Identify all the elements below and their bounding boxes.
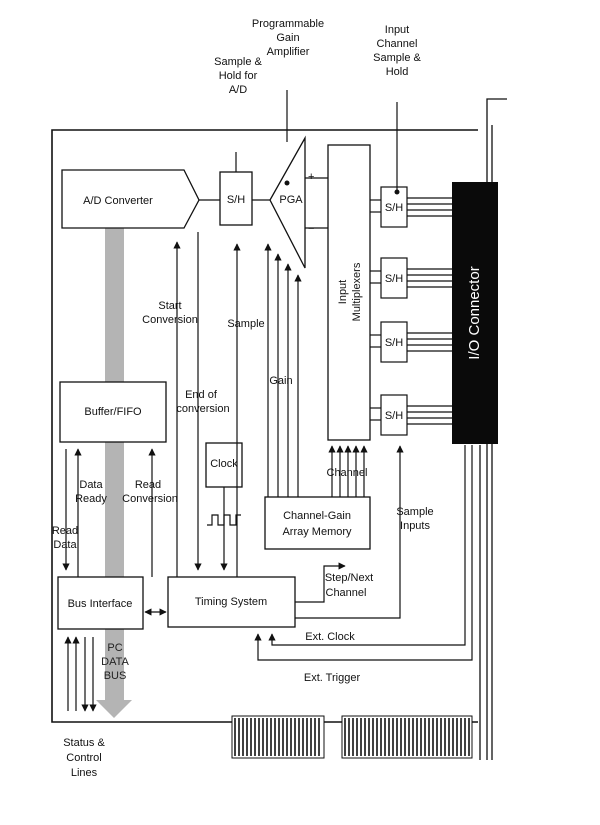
label-pga-2: Gain: [276, 32, 299, 44]
label-gain: Gain: [269, 375, 292, 387]
label-step-next-1: Step/Next: [325, 572, 373, 584]
mux-label-2: Multiplexers: [351, 262, 363, 321]
label-input-channel-4: Hold: [386, 66, 409, 78]
channel-sample-hold-blocks: [370, 186, 452, 436]
pc-bus-label-3: BUS: [104, 670, 127, 682]
channel-gain-label-2: Array Memory: [282, 526, 352, 538]
pc-bus-label-1: PC: [107, 642, 122, 654]
channel-sh-label-1: S/H: [385, 202, 403, 214]
label-eoc-2: conversion: [176, 403, 229, 415]
mux-label-1: Input: [337, 280, 349, 304]
label-read-conversion-1: Read: [135, 479, 161, 491]
label-read-data-1: Read: [52, 525, 78, 537]
sample-hold-adc-block: S/H: [219, 171, 253, 226]
label-sample-hold-2: Hold for: [219, 70, 258, 82]
label-sample-hold-3: A/D: [229, 84, 247, 96]
label-sample: Sample: [227, 318, 264, 330]
ad-converter-block: A/D Converter: [61, 169, 200, 229]
edge-connector: [231, 715, 473, 759]
label-input-channel-2: Channel: [377, 38, 418, 50]
timing-system-label: Timing System: [195, 596, 267, 608]
pga-label: PGA: [279, 194, 303, 206]
label-status-2: Control: [66, 752, 101, 764]
label-eoc-1: End of: [185, 389, 218, 401]
label-input-channel-3: Sample &: [373, 52, 421, 64]
signal-lines: [62, 232, 473, 712]
label-ext-clock: Ext. Clock: [305, 631, 355, 643]
ad-converter-label: A/D Converter: [83, 195, 153, 207]
bus-interface-block: Bus Interface: [57, 576, 144, 630]
channel-sh-label-3: S/H: [385, 337, 403, 349]
edge-connector-fingers: [234, 718, 470, 756]
label-sample-inputs-1: Sample: [396, 506, 433, 518]
label-input-channel-1: Input: [385, 24, 409, 36]
channel-gain-memory-block: Channel-Gain Array Memory: [264, 496, 371, 550]
bus-interface-label: Bus Interface: [68, 598, 133, 610]
label-ext-trigger: Ext. Trigger: [304, 672, 361, 684]
label-start-2: Conversion: [142, 314, 198, 326]
label-pga-1: Programmable: [252, 18, 324, 30]
label-sample-inputs-2: Inputs: [400, 520, 430, 532]
annotation-labels: Sample & Hold for A/D Programmable Gain …: [52, 18, 434, 779]
input-multiplexers-block: Input Multiplexers: [327, 144, 371, 441]
channel-sh-label-4: S/H: [385, 410, 403, 422]
channel-sample-hold-labels: S/H S/H S/H S/H: [385, 202, 403, 422]
sample-hold-adc-label: S/H: [227, 194, 245, 206]
pga-block: PGA + −: [269, 135, 314, 269]
buffer-fifo-label: Buffer/FIFO: [84, 406, 142, 418]
label-read-data-2: Data: [53, 539, 77, 551]
label-status-1: Status &: [63, 737, 105, 749]
label-pga-3: Amplifier: [267, 46, 310, 58]
io-connector-label: I/O Connector: [466, 266, 483, 359]
buffer-fifo-block: Buffer/FIFO: [59, 381, 167, 443]
pc-bus-label-2: DATA: [101, 656, 129, 668]
io-connector-block: I/O Connector: [452, 182, 498, 444]
clock-label: Clock: [210, 458, 238, 470]
label-read-conversion-2: Conversion: [122, 493, 178, 505]
label-sample-hold-1: Sample &: [214, 56, 262, 68]
label-start-1: Start: [158, 300, 181, 312]
pc-data-bus: PC DATA BUS: [96, 228, 132, 718]
pga-minus: −: [308, 223, 314, 235]
timing-system-block: Timing System: [167, 576, 296, 628]
label-step-next-2: Channel: [326, 587, 367, 599]
label-status-3: Lines: [71, 767, 98, 779]
label-data-ready-2: Ready: [75, 493, 107, 505]
label-channel: Channel: [327, 467, 368, 479]
channel-sh-label-2: S/H: [385, 273, 403, 285]
label-data-ready-1: Data: [79, 479, 103, 491]
pga-plus: +: [308, 171, 314, 183]
channel-gain-label-1: Channel-Gain: [283, 510, 351, 522]
